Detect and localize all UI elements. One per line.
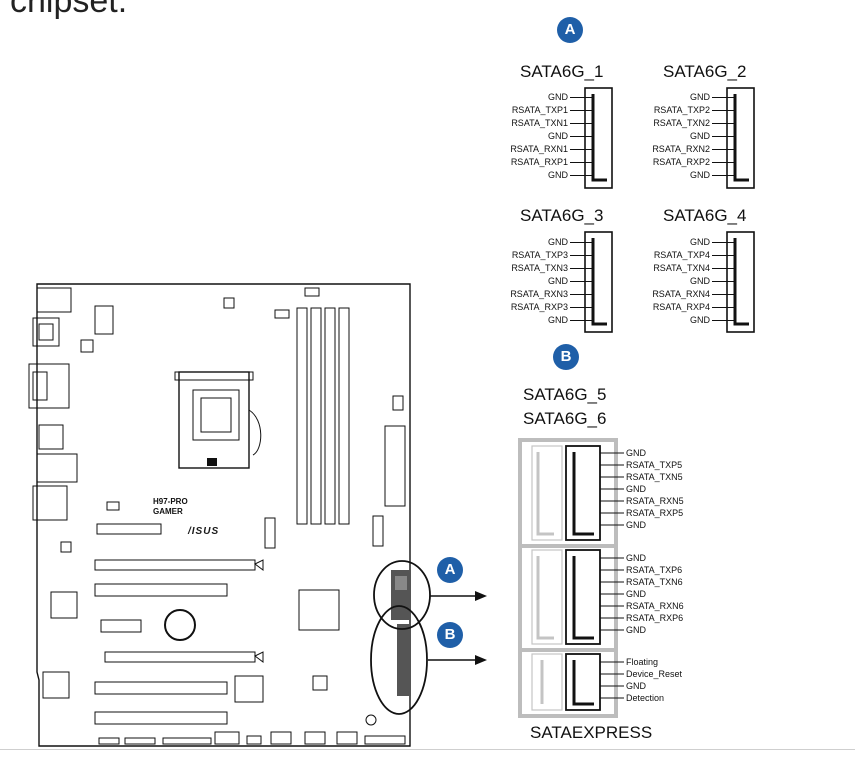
pin-label: RSATA_RXN5 [626,496,684,506]
pin-label: GND [626,681,646,691]
connector-header-sata6g-1: SATA6G_1 [520,62,604,81]
pin-label: GND [690,170,710,180]
pin-label: GND [548,92,568,102]
page-title: chipset. [10,0,128,20]
pin-label: GND [548,131,568,141]
sata-express-connector [518,438,624,718]
pin-label: GND [690,92,710,102]
express-header-sata6g-5: SATA6G_5 [523,385,607,404]
pin-label: RSATA_RXN4 [652,289,710,299]
callout-a-circle [373,560,431,630]
sata6g-1-outline [584,87,613,189]
bottom-divider [0,749,855,750]
pin-label: RSATA_TXP4 [653,250,710,260]
callout-b-circle [370,605,428,715]
pin-label: Detection [626,693,665,703]
board-brand-logo: /ISUS [188,526,220,537]
board-model-line2: GAMER [153,507,183,516]
board-model-line1: H97-PRO [153,497,188,506]
pin-label: Floating [626,657,659,667]
connector-header-sata6g-2: SATA6G_2 [663,62,747,81]
pin-label: GND [626,625,646,635]
pin-list-sata6g-4: GND RSATA_TXP4 RSATA_TXN4 GND RSATA_RXN4… [632,236,710,327]
pin-label: GND [690,276,710,286]
pin-label: GND [548,170,568,180]
express-header-sata6g-6: SATA6G_6 [523,409,607,428]
pin-label: GND [690,237,710,247]
sata6g-4-key [733,238,749,326]
sata-express-label: SATAEXPRESS [530,723,653,742]
pin-label: RSATA_RXP3 [510,302,568,312]
pin-list-sata6g-2: GND RSATA_TXP2 RSATA_TXN2 GND RSATA_RXN2… [632,91,710,182]
pin-label: RSATA_RXP6 [626,613,684,623]
badge-a-top: A [557,17,583,43]
pin-label: RSATA_TXN5 [626,472,683,482]
pin-label: RSATA_TXP6 [626,565,683,575]
pin-label: GND [626,484,646,494]
badge-a-callout: A [437,557,463,583]
pin-label: RSATA_RXN3 [510,289,568,299]
pin-label: Device_Reset [626,669,683,679]
badge-b-top: B [553,344,579,370]
pin-label: GND [690,315,710,325]
pin-label: GND [626,553,646,563]
pin-label: RSATA_TXP5 [626,460,683,470]
pin-label: RSATA_RXN2 [652,144,710,154]
sata6g-2-outline [726,87,755,189]
sata6g-1-key [591,94,607,182]
pin-list-sata6g-3: GND RSATA_TXP3 RSATA_TXN3 GND RSATA_RXN3… [490,236,568,327]
board-outline [36,283,411,747]
pin-label: GND [626,520,646,530]
pin-label: RSATA_RXN1 [510,144,568,154]
connector-header-sata6g-4: SATA6G_4 [663,206,747,225]
pin-label: RSATA_TXP3 [511,250,568,260]
express-pins-group-1: GND RSATA_TXP5 RSATA_TXN5 GND RSATA_RXN5… [626,447,684,531]
pin-label: RSATA_RXP2 [652,157,710,167]
badge-b-callout: B [437,622,463,648]
pin-label: GND [626,448,646,458]
pin-label: RSATA_RXN6 [626,601,684,611]
express-outer-frame [518,438,618,718]
sata6g-3-key [591,238,607,326]
pin-label: GND [626,589,646,599]
express-pins-group-2: GND RSATA_TXP6 RSATA_TXN6 GND RSATA_RXN6… [626,552,684,636]
pin-label: RSATA_TXN6 [626,577,683,587]
sata6g-2-key [733,94,749,182]
pin-label: RSATA_TXN3 [511,263,568,273]
pin-label: RSATA_RXP5 [626,508,684,518]
sata-connector-graphics [570,87,755,333]
pin-label: GND [548,276,568,286]
pin-label: GND [548,237,568,247]
pin-label: GND [548,315,568,325]
pin-label: RSATA_TXN4 [653,263,710,273]
pin-label: RSATA_TXN1 [511,118,568,128]
pin-label: RSATA_TXP2 [653,105,710,115]
pin-label: RSATA_TXP1 [511,105,568,115]
express-pins-group-3: Floating Device_Reset GND Detection [626,656,682,704]
pin-label: RSATA_RXP4 [652,302,710,312]
connector-header-sata6g-3: SATA6G_3 [520,206,604,225]
pin-label: RSATA_TXN2 [653,118,710,128]
pin-list-sata6g-1: GND RSATA_TXP1 RSATA_TXN1 GND RSATA_RXN1… [490,91,568,182]
motherboard-diagram [28,283,487,747]
pin-label: GND [690,131,710,141]
pin-label: RSATA_RXP1 [510,157,568,167]
